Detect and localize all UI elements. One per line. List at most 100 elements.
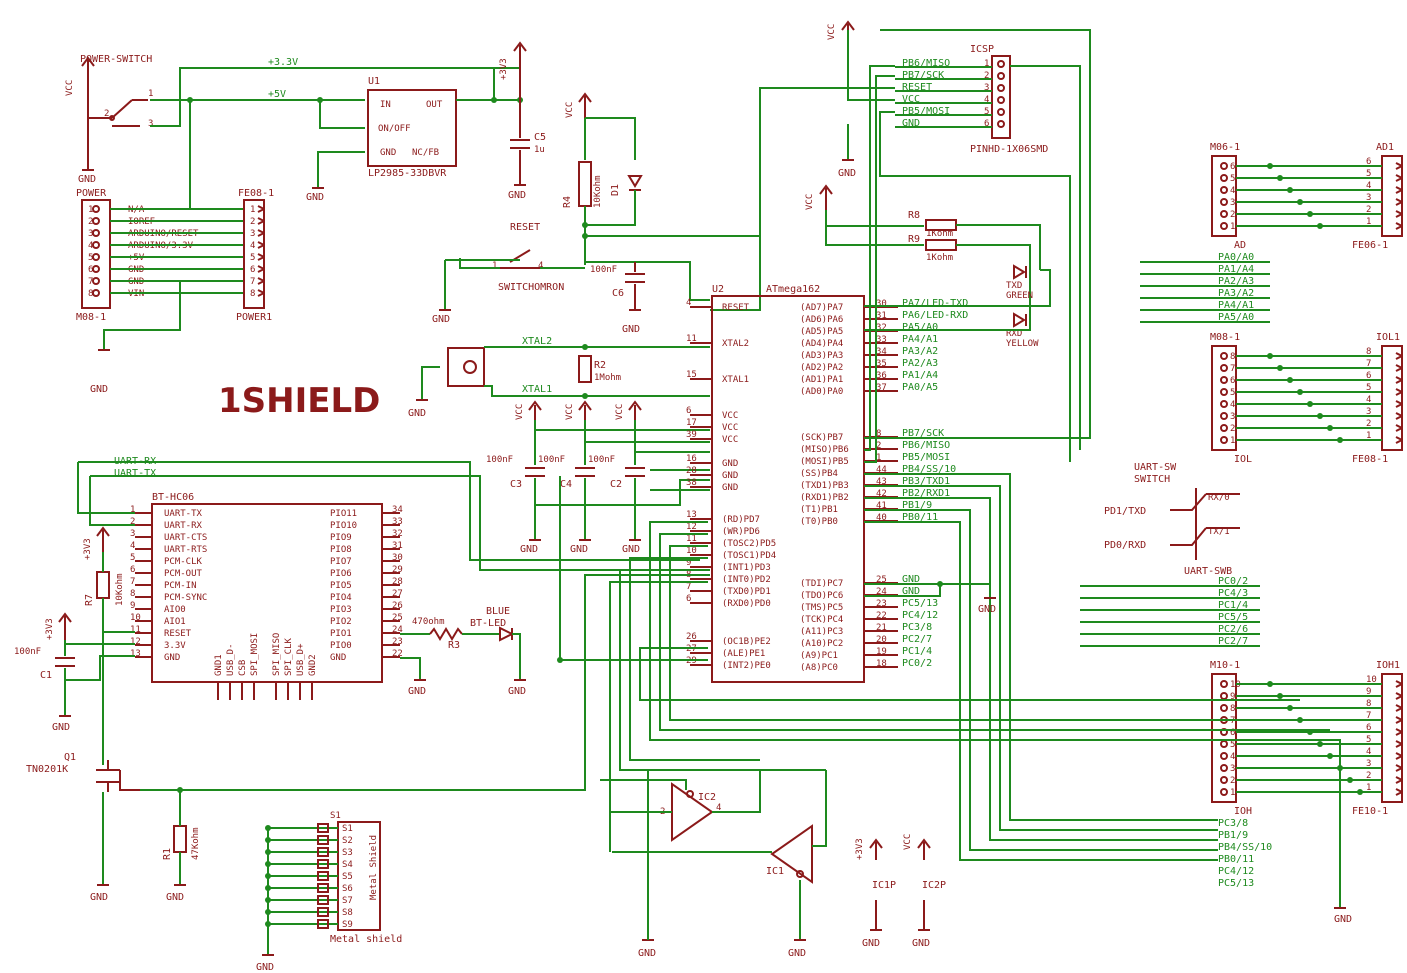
header-right-pin bbox=[1395, 776, 1403, 784]
junction-dot bbox=[1327, 425, 1333, 431]
mcu-pin-name: (TCK)PC4 bbox=[800, 615, 843, 625]
bt-pin-name: GND bbox=[164, 653, 180, 663]
mcu-net-label: PC0/2 bbox=[902, 658, 932, 669]
metal-shield: S1 Metal Shield Metal shield S1S2S3S4S5S… bbox=[256, 811, 402, 973]
bt-pin-name: GND bbox=[330, 653, 346, 663]
header-pin-number: 5 bbox=[1230, 388, 1235, 398]
svg-text:GND: GND bbox=[570, 544, 588, 555]
ioh-net-label: PB4/SS/10 bbox=[1218, 842, 1272, 853]
mcu-pin-name: XTAL2 bbox=[722, 339, 749, 349]
svg-text:U2: U2 bbox=[712, 284, 724, 295]
header-right-pin bbox=[1395, 728, 1403, 736]
bt-pin-name: PCM-OUT bbox=[164, 569, 203, 579]
svg-text:R4: R4 bbox=[562, 196, 573, 208]
fe08-pin-number: 2 bbox=[250, 217, 255, 227]
power-switch bbox=[87, 99, 148, 127]
bt-pin-name: PIO1 bbox=[330, 629, 352, 639]
mcu-pin-number: 6 bbox=[686, 594, 691, 604]
ioh-net-label: PC3/8 bbox=[1218, 818, 1248, 829]
svg-text:PD0/RXD: PD0/RXD bbox=[1104, 540, 1146, 551]
mcu-pin-number: 11 bbox=[686, 334, 697, 344]
header-pin bbox=[1220, 680, 1228, 688]
shield-pad bbox=[317, 907, 329, 917]
bt-pin-name: PIO11 bbox=[330, 509, 357, 519]
header-right-pin bbox=[1395, 764, 1403, 772]
ioh-net-label: PB0/11 bbox=[1218, 854, 1254, 865]
bt-pin-number: 30 bbox=[392, 553, 403, 563]
header-right-pin bbox=[1395, 400, 1403, 408]
icsp-connector bbox=[991, 55, 1011, 139]
svg-text:PINHD-1X06SMD: PINHD-1X06SMD bbox=[970, 144, 1048, 155]
mcu-pin-number: 9 bbox=[686, 558, 691, 568]
svg-text:UART-SW: UART-SW bbox=[1134, 462, 1177, 473]
header-pin-number: 2 bbox=[1230, 424, 1235, 434]
header-right-pin-number: 2 bbox=[1366, 205, 1371, 215]
fe08-pin-number: 7 bbox=[250, 277, 255, 287]
header-right-name: FE06-1 bbox=[1352, 240, 1388, 251]
mcu-pin-number: 21 bbox=[876, 623, 887, 633]
power-pin bbox=[92, 241, 100, 249]
svg-text:C5: C5 bbox=[534, 132, 546, 143]
mcu-net-label: PB5/MOSI bbox=[902, 452, 950, 463]
mcu-pin-name: (SS)PB4 bbox=[800, 469, 838, 479]
header-right-ref: IOH1 bbox=[1376, 660, 1400, 671]
svg-text:M08-1: M08-1 bbox=[76, 312, 106, 323]
mcu-pin-number: 40 bbox=[876, 513, 887, 523]
svg-text:GND: GND bbox=[978, 604, 996, 615]
header-pin bbox=[1220, 400, 1228, 408]
header-pin bbox=[1220, 740, 1228, 748]
header-pin-number: 8 bbox=[1230, 704, 1235, 714]
bt-pin-name: AIO1 bbox=[164, 617, 186, 627]
bt-pin-number: 32 bbox=[392, 529, 403, 539]
mcu-pin-number: 28 bbox=[686, 466, 697, 476]
mcu-pin-name: (MISO)PB6 bbox=[800, 445, 849, 455]
header-right-pin-number: 6 bbox=[1366, 723, 1371, 733]
header-left-ref: M10-1 bbox=[1210, 660, 1240, 671]
svg-text:Q1: Q1 bbox=[64, 752, 76, 763]
bt-pin-number: 24 bbox=[392, 625, 403, 635]
header-pin-number: 3 bbox=[1230, 412, 1235, 422]
header-left-name: IOL bbox=[1234, 454, 1252, 465]
svg-text:GND: GND bbox=[256, 962, 274, 973]
header-left-body bbox=[1211, 345, 1237, 451]
header-pin bbox=[1220, 764, 1228, 772]
bt-pin-name: 3.3V bbox=[164, 641, 186, 651]
junction-dot bbox=[1287, 377, 1293, 383]
bt-pin-name: PIO9 bbox=[330, 533, 352, 543]
mcu-pin-name: (TDI)PC7 bbox=[800, 579, 843, 589]
junction-dot bbox=[1327, 753, 1333, 759]
header-left-name: AD bbox=[1234, 240, 1246, 251]
vcc-symbol bbox=[81, 56, 95, 100]
iol-net-label: PC0/2 bbox=[1218, 576, 1248, 587]
header-right-pin bbox=[1395, 692, 1403, 700]
mcu-pin-name: (TOSC2)PD5 bbox=[722, 539, 776, 549]
svg-text:GND: GND bbox=[912, 938, 930, 949]
mcu-net-label: PC2/7 bbox=[902, 634, 932, 645]
junction-dot bbox=[1277, 175, 1283, 181]
svg-text:R9: R9 bbox=[908, 234, 920, 245]
mcu-pin-number: 42 bbox=[876, 489, 887, 499]
header-right-pin-number: 1 bbox=[1366, 217, 1371, 227]
header-right-name: FE10-1 bbox=[1352, 806, 1388, 817]
header-right-pin bbox=[1395, 704, 1403, 712]
header-right-pin bbox=[1395, 752, 1403, 760]
svg-text:1Kohm: 1Kohm bbox=[926, 253, 953, 263]
header-pin-number: 6 bbox=[1230, 162, 1235, 172]
mcu-pin-number: 13 bbox=[686, 510, 697, 520]
header-pin bbox=[1220, 788, 1228, 796]
u1-part: LP2985-33DBVR bbox=[368, 168, 447, 179]
power-pin-number: 8 bbox=[88, 289, 93, 299]
bt-pin-number: 31 bbox=[392, 541, 403, 551]
header-pin bbox=[1220, 424, 1228, 432]
bt-pin-name: USB_D+ bbox=[296, 643, 306, 676]
icsp-pin-number: 1 bbox=[984, 59, 989, 69]
mcu-pin-name: GND bbox=[722, 471, 738, 481]
header-pin-number: 2 bbox=[1230, 776, 1235, 786]
svg-text:IC1: IC1 bbox=[766, 866, 784, 877]
ioh-net-label: PC5/13 bbox=[1218, 878, 1254, 889]
junction-dot bbox=[1267, 353, 1273, 359]
svg-text:Metal shield: Metal shield bbox=[330, 934, 402, 945]
svg-text:XTAL1: XTAL1 bbox=[522, 384, 552, 395]
header-right-pin bbox=[1395, 716, 1403, 724]
